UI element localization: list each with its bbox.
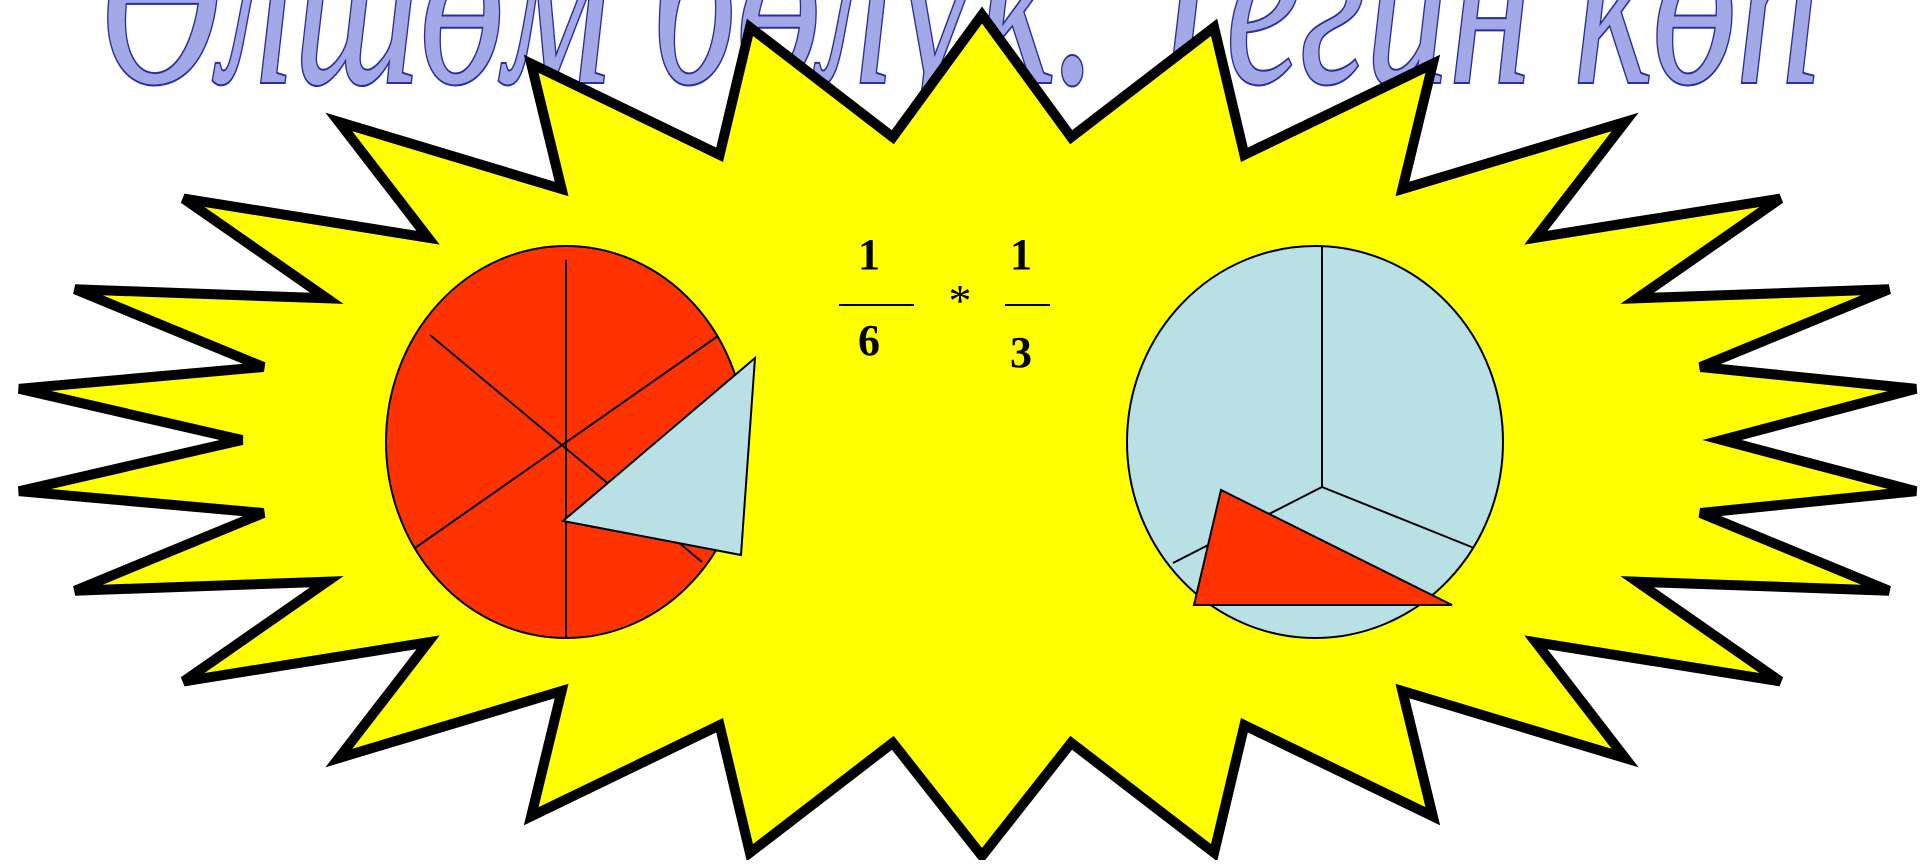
left-divider-rising — [414, 335, 719, 549]
multiply-operator: * — [949, 275, 972, 326]
right-wedge-piece — [1192, 488, 1453, 606]
right-numerator: 1 — [1010, 230, 1032, 279]
right-circle-group — [1126, 245, 1504, 639]
left-numerator: 1 — [858, 230, 880, 279]
right-divider-right — [1321, 486, 1475, 549]
left-denominator: 6 — [858, 316, 880, 365]
right-denominator: 3 — [1010, 328, 1032, 377]
explosion-burst-shape — [17, 6, 1918, 865]
left-circle-group — [385, 245, 757, 639]
fraction-expression: 1 6 * 1 3 — [839, 230, 1050, 377]
left-wedge-piece — [560, 355, 757, 557]
